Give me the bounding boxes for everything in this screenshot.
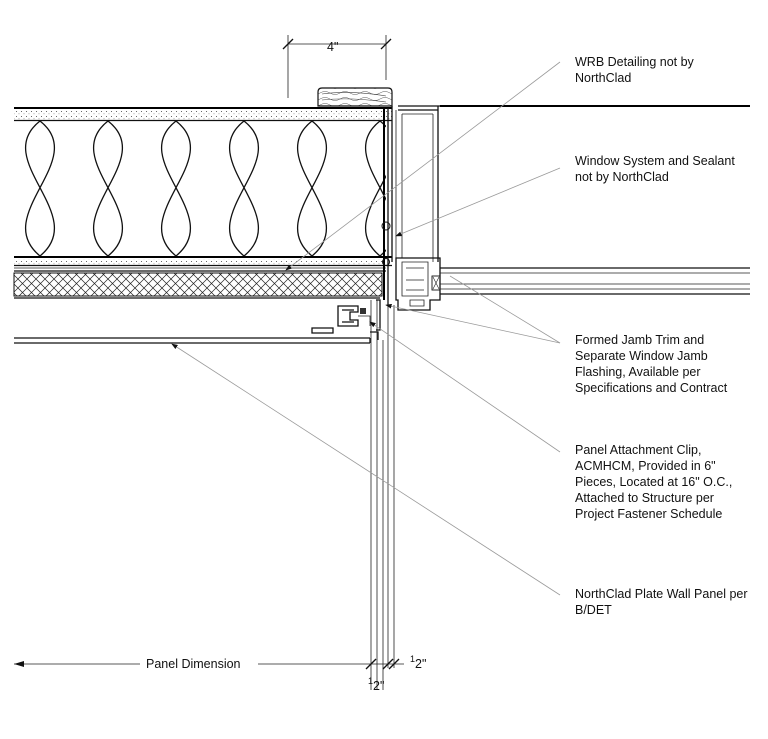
top-dimension: 4"	[282, 35, 392, 98]
callout-clip-line-5: Project Fastener Schedule	[575, 507, 722, 521]
half-inch-left-label: 2"	[373, 679, 384, 693]
callout-clip-line-2: ACMHCM, Provided in 6"	[575, 459, 716, 473]
callout-clip-line-3: Pieces, Located at 16" O.C.,	[575, 475, 732, 489]
callout-wrb-line-2: NorthClad	[575, 71, 631, 85]
leader-lines	[171, 61, 561, 596]
wood-nailer	[317, 87, 393, 107]
leader-panel	[171, 343, 561, 596]
callout-trim-line-3: Flashing, Available per	[575, 365, 701, 379]
half-inch-right-num: 1	[410, 654, 415, 664]
callout-trim-line-2: Separate Window Jamb	[575, 349, 708, 363]
window-system	[395, 105, 750, 311]
callout-window-line-2: not by NorthClad	[575, 170, 669, 184]
jamb-trim	[370, 106, 397, 690]
callout-trim-line-4: Specifications and Contract	[575, 381, 728, 395]
plate-wall-panel	[14, 331, 379, 344]
callout-window-system: Window System and Sealant not by NorthCl…	[575, 154, 735, 184]
leader-wrb	[285, 61, 561, 271]
leader-jamb-trim-a	[449, 275, 561, 344]
interior-layers	[13, 256, 392, 299]
callout-wrb: WRB Detailing not by NorthClad	[575, 55, 695, 85]
batt-insulation	[25, 121, 386, 256]
half-inch-right-label: 2"	[415, 657, 426, 671]
callout-plate-wall-panel: NorthClad Plate Wall Panel per B/DET	[575, 587, 748, 617]
callout-clip-line-4: Attached to Structure per	[575, 491, 714, 505]
panel-attachment-clip	[311, 305, 371, 334]
callout-panel-line-2: B/DET	[575, 603, 612, 617]
panel-dimension-label: Panel Dimension	[146, 657, 241, 671]
callout-trim-line-1: Formed Jamb Trim and	[575, 333, 704, 347]
exterior-sheathing	[14, 107, 392, 122]
callout-window-line-1: Window System and Sealant	[575, 154, 735, 168]
leader-window-system	[395, 167, 561, 237]
bottom-dimensions: Panel Dimension 1 2" 1 2"	[14, 654, 426, 693]
top-dimension-label: 4"	[327, 40, 338, 54]
callout-clip-line-1: Panel Attachment Clip,	[575, 443, 701, 457]
callout-wrb-line-1: WRB Detailing not by	[575, 55, 695, 69]
half-inch-left-num: 1	[368, 676, 373, 686]
callout-attachment-clip: Panel Attachment Clip, ACMHCM, Provided …	[575, 443, 732, 521]
callout-jamb-trim: Formed Jamb Trim and Separate Window Jam…	[575, 333, 728, 395]
leader-jamb-trim-b	[385, 303, 561, 344]
callout-panel-line-1: NorthClad Plate Wall Panel per	[575, 587, 748, 601]
leader-clip	[369, 321, 561, 453]
